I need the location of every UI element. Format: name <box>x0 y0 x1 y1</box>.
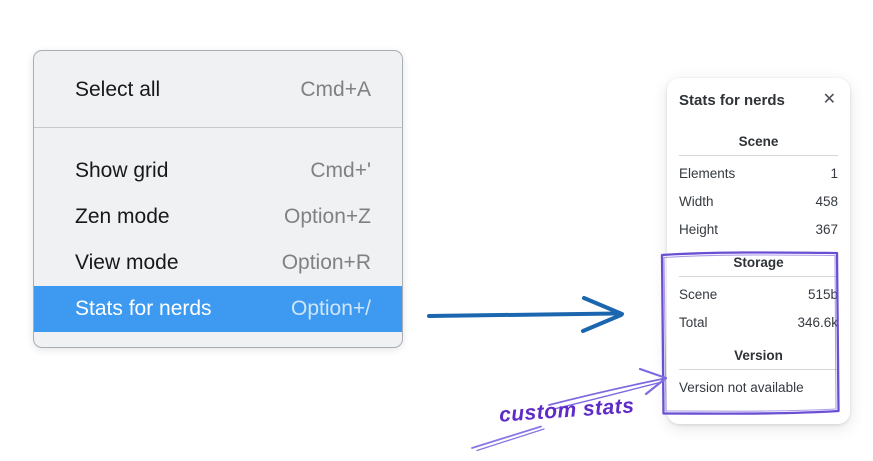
menu-item-shortcut: Option+Z <box>284 205 371 228</box>
menu-item-label: Stats for nerds <box>75 297 212 320</box>
blue-arrow <box>427 296 624 333</box>
menu-item-label: Zen mode <box>75 205 170 228</box>
version-note: Version not available <box>679 380 804 395</box>
menu-item-show-grid[interactable]: Show grid Cmd+' <box>34 148 402 194</box>
stat-label: Elements <box>679 166 736 181</box>
stat-row-elements: Elements 1 <box>679 165 838 182</box>
stat-value: 1 <box>830 166 838 181</box>
stats-panel-header: Stats for nerds ✕ <box>679 91 838 109</box>
stat-row-height: Height 367 <box>679 221 838 238</box>
stat-label: Scene <box>679 287 718 302</box>
close-icon[interactable]: ✕ <box>822 91 836 108</box>
menu-item-shortcut: Option+R <box>281 251 371 274</box>
stat-row-width: Width 458 <box>679 193 838 210</box>
section-heading-scene: Scene <box>738 134 779 149</box>
menu-item-label: Select all <box>75 78 161 101</box>
menu-item-shortcut: Cmd+A <box>300 78 371 101</box>
stat-value: 346.6k <box>797 315 838 330</box>
menu-item-shortcut: Option+/ <box>291 297 371 320</box>
menu-divider <box>34 127 402 128</box>
context-menu: Select all Cmd+A Show grid Cmd+' Zen mod… <box>33 50 403 348</box>
stat-label: Width <box>679 194 714 209</box>
menu-item-zen-mode[interactable]: Zen mode Option+Z <box>34 194 402 240</box>
menu-item-label: View mode <box>75 251 179 274</box>
stats-panel-title: Stats for nerds <box>679 91 785 109</box>
menu-item-shortcut: Cmd+' <box>310 159 371 182</box>
menu-item-select-all[interactable]: Select all Cmd+A <box>34 67 402 113</box>
section-heading-storage: Storage <box>733 255 784 270</box>
stat-value: 515b <box>807 287 838 302</box>
stat-row-total-storage: Total 346.6k <box>679 314 838 331</box>
stat-label: Height <box>679 222 719 237</box>
section-divider <box>679 369 838 370</box>
menu-item-label: Show grid <box>75 159 169 182</box>
menu-item-view-mode[interactable]: View mode Option+R <box>34 240 402 286</box>
custom-stats-tail-stroke <box>471 425 545 452</box>
section-heading-version: Version <box>734 348 783 363</box>
menu-item-stats-for-nerds[interactable]: Stats for nerds Option+/ <box>34 286 402 332</box>
stat-value: 367 <box>815 222 838 237</box>
custom-stats-annotation: custom stats <box>498 394 636 427</box>
stat-value: 458 <box>815 194 838 209</box>
stat-row-scene-storage: Scene 515b <box>679 286 838 303</box>
stats-panel: Stats for nerds ✕ Scene Elements 1 Width… <box>667 78 850 424</box>
section-divider <box>679 276 838 277</box>
stat-label: Total <box>679 315 708 330</box>
section-divider <box>679 155 838 156</box>
